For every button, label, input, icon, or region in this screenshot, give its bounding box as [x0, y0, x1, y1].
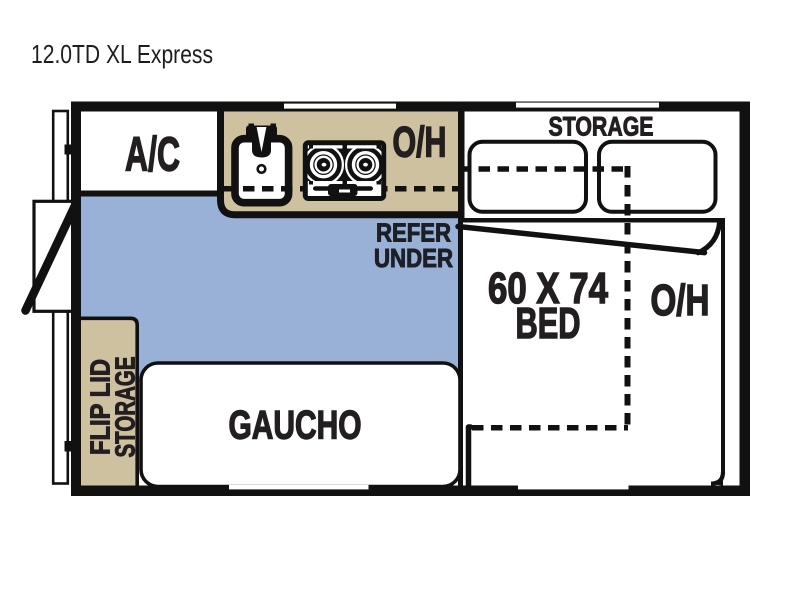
svg-text:60 X 74: 60 X 74	[488, 264, 608, 313]
svg-text:REFER: REFER	[376, 218, 451, 248]
svg-text:A/C: A/C	[125, 129, 180, 182]
svg-text:12.0TD XL Express: 12.0TD XL Express	[31, 39, 213, 69]
svg-text:GAUCHO: GAUCHO	[229, 404, 362, 448]
svg-text:BED: BED	[516, 299, 581, 348]
svg-text:UNDER: UNDER	[374, 243, 453, 273]
svg-text:STORAGE: STORAGE	[549, 112, 654, 142]
svg-text:STORAGE: STORAGE	[110, 357, 141, 458]
svg-text:O/H: O/H	[651, 276, 710, 325]
svg-text:FLIP LID: FLIP LID	[85, 359, 116, 455]
svg-text:O/H: O/H	[393, 119, 447, 167]
